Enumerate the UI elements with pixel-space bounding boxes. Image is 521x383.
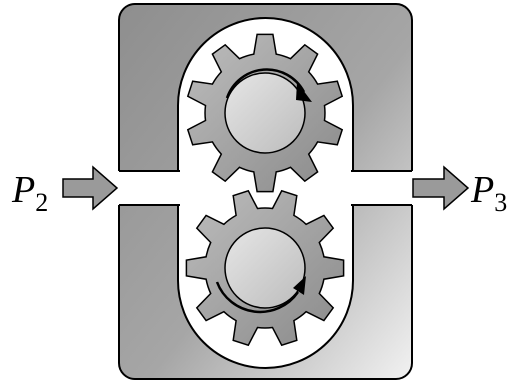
clockwise-arrow-icon [225, 68, 306, 99]
clockwise-arrowhead [296, 82, 312, 102]
outlet-flow-arrow-icon [412, 165, 470, 211]
outlet-pressure-label: P3 [470, 169, 507, 217]
outlet-channel [351, 171, 413, 205]
counterclockwise-arrow-icon [215, 281, 300, 314]
inlet-channel [118, 171, 180, 205]
inlet-flow-arrow-icon [62, 165, 119, 211]
inlet-pressure-label: P2 [11, 169, 48, 217]
top-gear-hub [224, 72, 306, 154]
counterclockwise-arrowhead [293, 276, 306, 295]
bottom-gear-hub [224, 227, 306, 309]
